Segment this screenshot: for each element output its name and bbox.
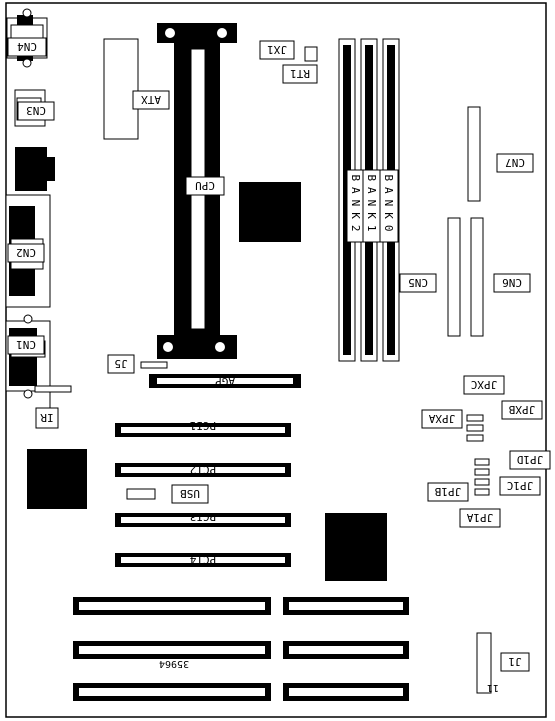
rotated-figure bbox=[5, 8, 492, 701]
label-jpxb: JPXB bbox=[508, 403, 535, 416]
label-cn2: CN2 bbox=[16, 246, 36, 259]
pin-number: 11 bbox=[487, 682, 499, 693]
label-bank2: BANK2 bbox=[349, 174, 362, 237]
label-jpxa: JPXA bbox=[428, 412, 455, 425]
j5-header bbox=[140, 361, 168, 369]
figure-number: 35964 bbox=[159, 658, 189, 669]
label-jp1c: JP1C bbox=[507, 479, 534, 492]
label-cn1: CN1 bbox=[16, 338, 36, 351]
label-jx1: JX1 bbox=[267, 43, 287, 56]
chipset-north bbox=[239, 182, 301, 242]
label-cpu: CPU bbox=[195, 179, 215, 192]
cn5-connector bbox=[447, 217, 461, 337]
label-pci1: PCI1 bbox=[190, 419, 217, 432]
jx1-jumper bbox=[304, 46, 318, 62]
super-io-chip bbox=[325, 513, 387, 581]
label-pci3: PCI3 bbox=[190, 510, 217, 523]
label-rt1: RT1 bbox=[290, 67, 310, 80]
label-pci4: PCI4 bbox=[189, 553, 216, 566]
label-cn5: CN5 bbox=[408, 276, 428, 289]
isa-slots bbox=[73, 597, 409, 701]
label-usb: USB bbox=[180, 487, 200, 500]
label-jp1a: JP1A bbox=[466, 511, 493, 524]
label-pci2: PCI2 bbox=[190, 463, 217, 476]
label-agp: AGP bbox=[215, 375, 235, 388]
label-j5: J5 bbox=[114, 357, 127, 370]
cn6-connector bbox=[470, 217, 484, 337]
label-j1: J1 bbox=[508, 655, 521, 668]
usb-header bbox=[126, 488, 156, 500]
label-cn7: CN7 bbox=[505, 156, 525, 169]
label-bank0: BANK0 bbox=[382, 174, 395, 237]
label-cn6: CN6 bbox=[502, 276, 522, 289]
label-jp1b: JP1B bbox=[434, 485, 461, 498]
label-bank1: BANK1 bbox=[365, 174, 378, 237]
label-cn4: CN4 bbox=[17, 40, 37, 53]
j1-header bbox=[476, 632, 492, 694]
audio-connector bbox=[15, 147, 55, 191]
chipset-south bbox=[27, 449, 87, 509]
label-jp1d: JP1D bbox=[517, 453, 544, 466]
label-jpxc: JPXC bbox=[471, 378, 498, 391]
atx-power-connector bbox=[103, 38, 139, 140]
labels: CN4 CN3 CN2 CN1 ATX CPU JX1 RT1 BANK2 BA… bbox=[7, 37, 551, 693]
label-ir: IR bbox=[40, 411, 54, 424]
jumper-cluster bbox=[466, 414, 490, 496]
label-atx: ATX bbox=[141, 93, 161, 106]
pci-slots bbox=[115, 423, 291, 567]
cn7-connector bbox=[467, 106, 481, 202]
label-cn3: CN3 bbox=[26, 104, 46, 117]
